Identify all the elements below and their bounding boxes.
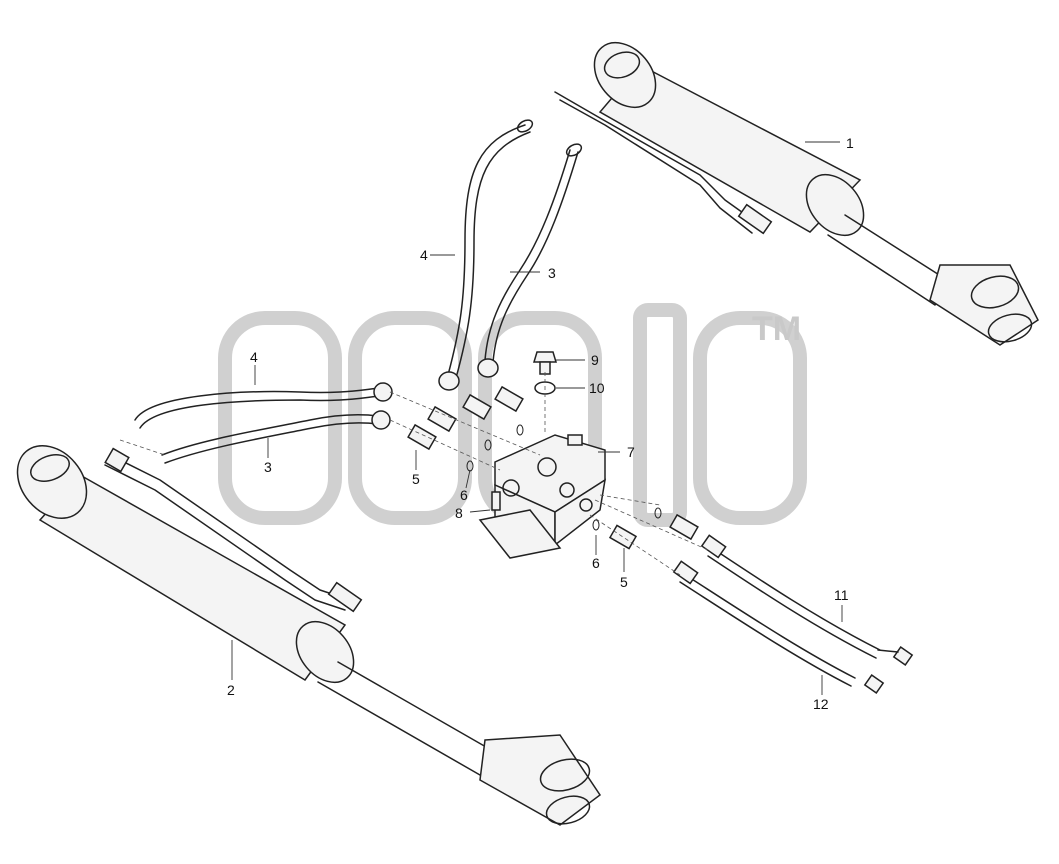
label-part-4-upper: 4 xyxy=(420,247,428,263)
fittings xyxy=(407,385,699,550)
label-part-2: 2 xyxy=(227,682,235,698)
label-part-6-left: 6 xyxy=(460,487,468,503)
hose-11 xyxy=(700,534,914,666)
label-part-3-upper: 3 xyxy=(548,265,556,281)
label-part-5-right: 5 xyxy=(620,574,628,590)
bolt-9 xyxy=(532,351,558,375)
label-part-5-left: 5 xyxy=(412,471,420,487)
label-part-12: 12 xyxy=(813,696,829,712)
watermark-logo: TM xyxy=(218,303,807,527)
label-part-10: 10 xyxy=(589,380,605,396)
assembly-lines xyxy=(119,372,709,576)
leader-lines xyxy=(231,141,843,695)
hose-12 xyxy=(672,560,885,694)
hydraulic-cylinder-2 xyxy=(16,445,602,826)
label-part-8: 8 xyxy=(455,505,463,521)
hydraulic-cylinder-1 xyxy=(554,42,1039,346)
valve-block-7 xyxy=(478,434,607,559)
label-part-7: 7 xyxy=(627,444,635,460)
hose-left-4 xyxy=(134,382,393,429)
label-part-3-left: 3 xyxy=(264,459,272,475)
part-number-labels: 1 2 3 4 4 3 5 6 7 8 9 10 6 5 11 12 xyxy=(227,135,854,712)
label-part-1: 1 xyxy=(846,135,854,151)
label-part-11: 11 xyxy=(834,587,849,603)
label-part-4-left: 4 xyxy=(250,349,258,365)
hose-upper-4 xyxy=(438,119,534,391)
hose-upper-3 xyxy=(477,143,583,378)
watermark-tm: TM xyxy=(752,310,801,348)
label-part-9: 9 xyxy=(591,352,599,368)
label-part-6-right: 6 xyxy=(592,555,600,571)
